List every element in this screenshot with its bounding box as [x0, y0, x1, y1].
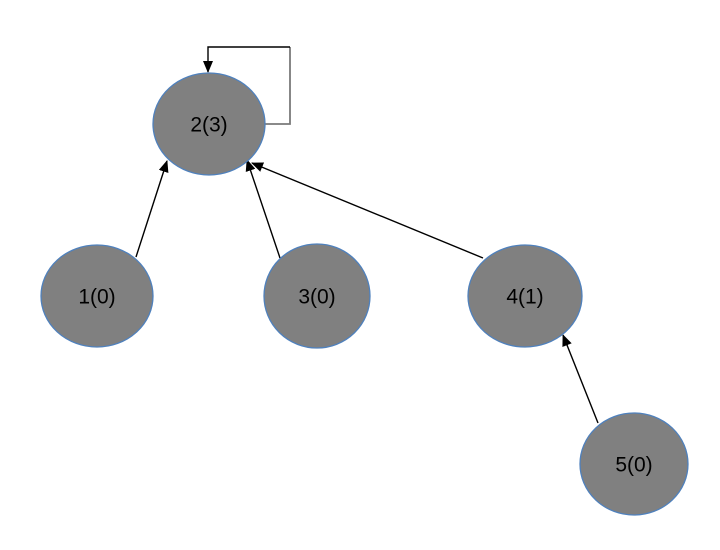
edge-3-to-2	[245, 159, 281, 259]
self-loop-2-incoming	[203, 46, 290, 73]
edge-5-to-4	[562, 334, 599, 424]
node-5-shape	[579, 412, 689, 516]
node-1-label: 1(0)	[78, 285, 115, 308]
node-1: 1(0)	[40, 244, 154, 348]
node-4-shape	[467, 244, 583, 348]
node-5: 5(0)	[579, 412, 689, 516]
edge-1-to-2	[135, 160, 169, 258]
self-loop-2-outgoing	[264, 47, 291, 125]
node-2: 2(3)	[152, 72, 266, 176]
edge-4-to-2	[251, 162, 484, 259]
node-1-shape	[40, 244, 154, 348]
node-2-label: 2(3)	[190, 113, 227, 136]
node-2-shape	[152, 72, 266, 176]
node-4: 4(1)	[467, 244, 583, 348]
node-5-label: 5(0)	[615, 453, 652, 476]
node-4-label: 4(1)	[506, 285, 543, 308]
node-3-shape	[263, 243, 371, 349]
node-3-label: 3(0)	[298, 285, 335, 308]
node-3: 3(0)	[263, 243, 371, 349]
